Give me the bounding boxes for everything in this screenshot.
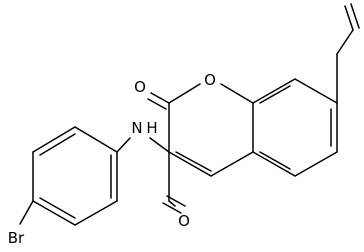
bond <box>344 5 354 31</box>
amide-hydrogen-label: H <box>146 119 157 137</box>
bond-inner <box>259 151 291 170</box>
bond-inner <box>259 85 291 104</box>
pyranone-ring <box>168 83 254 177</box>
bond <box>294 151 338 177</box>
bond <box>32 126 76 153</box>
chromenone-benzene-ring <box>252 78 338 177</box>
bond <box>294 78 338 104</box>
bromine-label: Br <box>8 229 25 247</box>
bond-inner <box>39 133 76 156</box>
allyl-chain <box>336 3 360 104</box>
bromophenyl-ring <box>19 126 118 226</box>
amide-group <box>116 137 186 214</box>
bond <box>74 126 118 153</box>
bond <box>168 151 212 177</box>
bond <box>168 83 201 104</box>
bond <box>220 83 254 104</box>
bond <box>149 137 170 153</box>
amide-oxygen-label: O <box>178 212 190 230</box>
bond <box>336 29 354 55</box>
carbonyl-group <box>147 92 170 110</box>
bond <box>210 151 254 177</box>
bond <box>74 200 118 226</box>
bond <box>252 151 296 177</box>
amide-nitrogen-label: N <box>131 119 142 137</box>
bond <box>166 195 186 207</box>
bond-inner <box>175 151 212 172</box>
bond <box>150 92 170 104</box>
bond-inner <box>39 197 76 219</box>
bond <box>19 200 34 225</box>
bond <box>116 137 131 153</box>
bond <box>168 200 176 207</box>
bond <box>147 98 167 110</box>
bond <box>32 200 76 226</box>
bond <box>252 78 296 104</box>
bond <box>162 202 182 214</box>
carbonyl-oxygen-label: O <box>134 78 146 96</box>
bond <box>350 3 360 29</box>
ring-oxygen-label: O <box>204 71 216 89</box>
